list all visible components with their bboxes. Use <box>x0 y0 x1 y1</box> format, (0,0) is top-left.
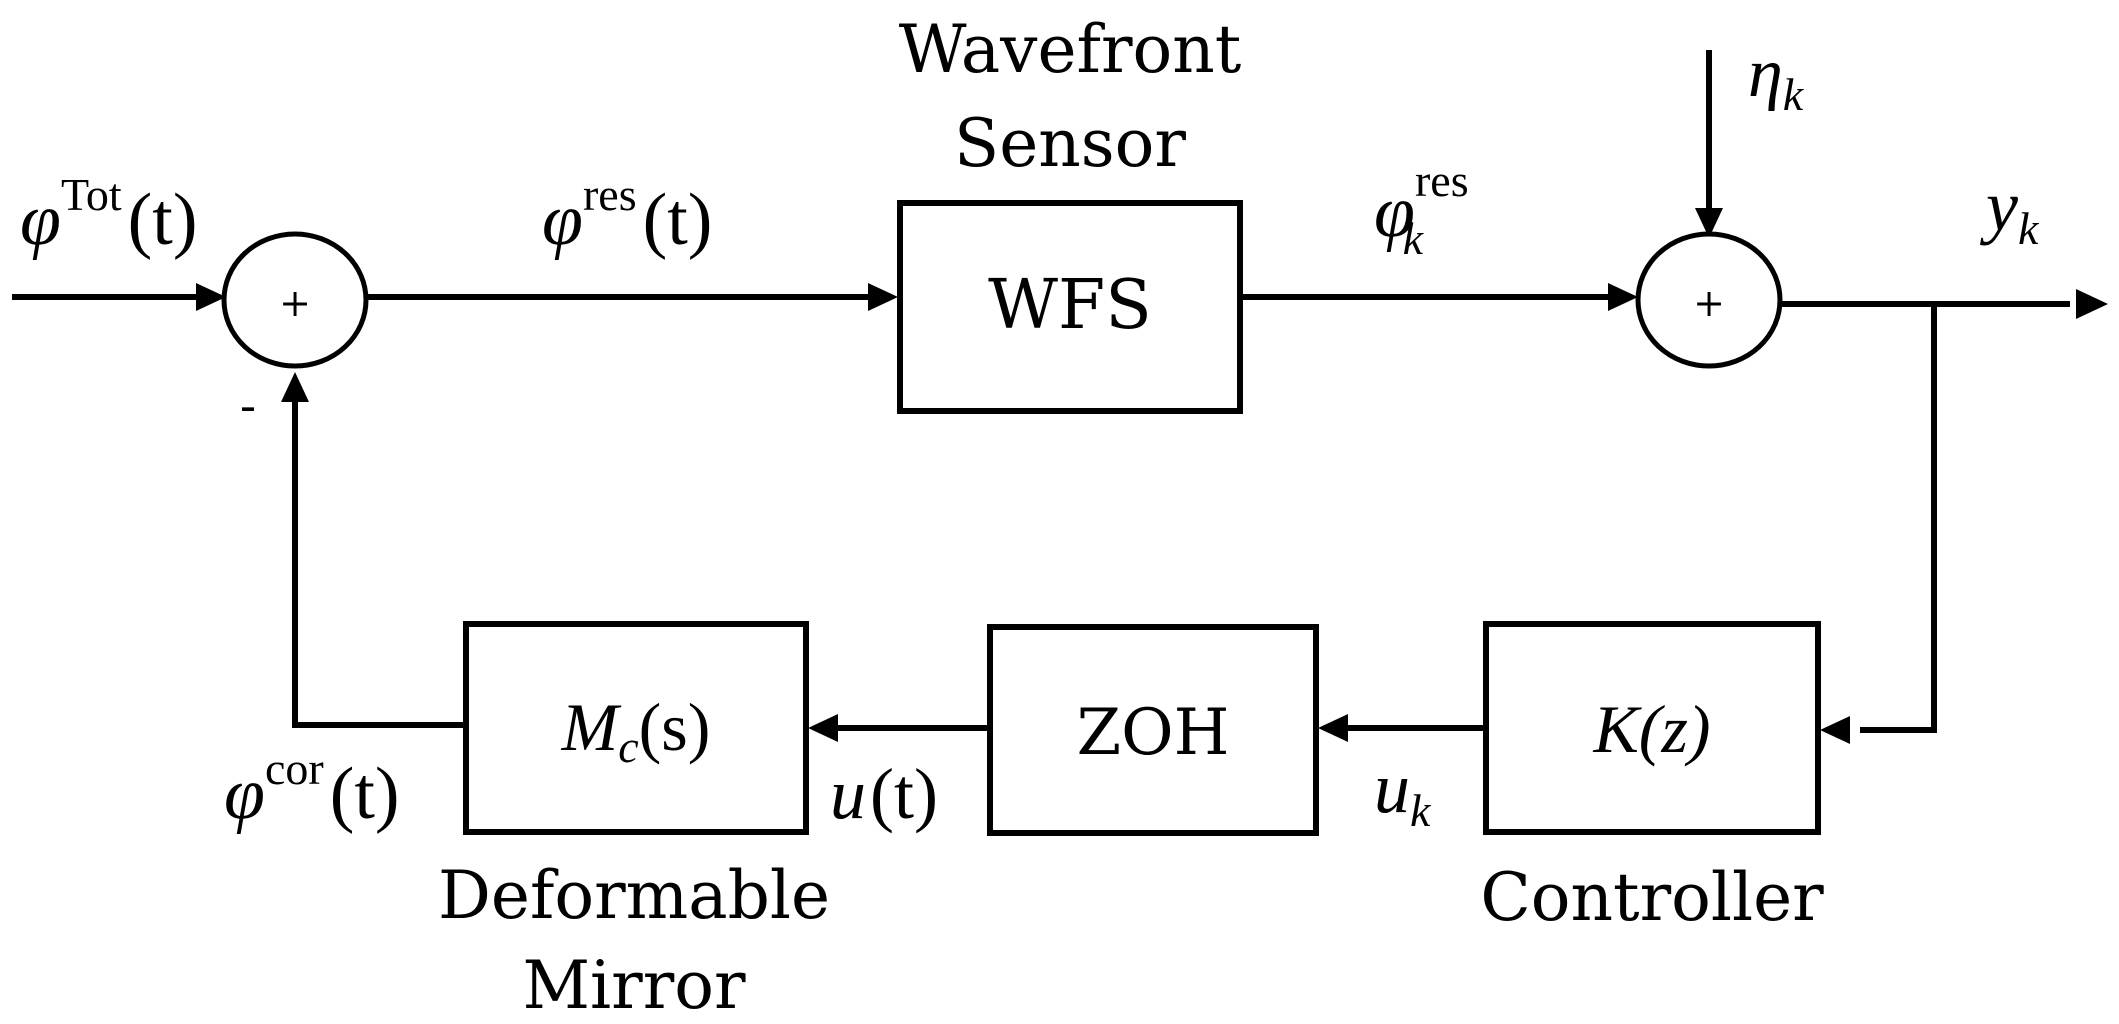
zoh-label: ZOH <box>1077 696 1230 770</box>
summing-junction-1-circle <box>221 231 369 369</box>
signal-phi-res-base: φ <box>542 179 583 261</box>
signal-phi-res-k-sub: k <box>1403 213 1425 264</box>
signal-phi-cor-base: φ <box>224 753 265 835</box>
signal-phi-cor-arg: (t) <box>330 753 400 835</box>
dm-block: Mc(s) <box>463 621 809 835</box>
wfs-caption-line2: Sensor <box>954 105 1186 182</box>
dm-label-sub: c <box>618 721 638 772</box>
signal-u-k-sub: k <box>1410 785 1432 836</box>
dm-label-arg: (s) <box>639 689 711 765</box>
arrowhead-into-zoh <box>1318 714 1348 742</box>
wfs-box <box>897 200 1243 414</box>
controller-block: K(z) <box>1483 621 1821 835</box>
controller-label: K(z) <box>1592 691 1710 767</box>
signal-u-k: uk <box>1374 748 1432 836</box>
wfs-label: WFS <box>988 266 1152 345</box>
zoh-box <box>987 624 1319 836</box>
signal-phi-cor: φcor(t) <box>224 743 400 835</box>
signal-phi-tot: φTot(t) <box>20 169 197 261</box>
wire-feedback-to-controller <box>1860 304 1937 733</box>
arrowhead-eta-into-sum2 <box>1695 208 1723 238</box>
signal-eta-k: ηk <box>1748 35 1805 120</box>
signal-u-t-base: u <box>830 754 866 834</box>
signal-phi-res-arg: (t) <box>643 179 713 261</box>
signal-phi-cor-sup: cor <box>265 743 324 794</box>
dm-label: Mc(s) <box>561 689 711 772</box>
controller-box <box>1483 621 1821 835</box>
dm-caption-line2: Mirror <box>522 947 746 1024</box>
signal-phi-tot-sup: Tot <box>61 169 122 220</box>
signal-u-t-arg: (t) <box>870 754 938 834</box>
signal-phi-res-k: φres k <box>1374 155 1469 264</box>
arrowhead-into-sum2 <box>1608 283 1638 311</box>
arrowheads <box>196 208 2108 744</box>
signal-phi-tot-arg: (t) <box>128 179 198 261</box>
zoh-block: ZOH <box>987 624 1319 836</box>
arrowhead-into-sum1 <box>196 283 226 311</box>
summing-junction-2: + <box>1635 231 1783 369</box>
dm-box <box>463 621 809 835</box>
dm-caption-line1: Deformable <box>438 857 830 934</box>
signal-phi-res-k-base: φ <box>1374 171 1415 253</box>
wire-dm-to-sum1 <box>292 400 464 728</box>
signal-u-t: u(t) <box>830 754 938 834</box>
arrowhead-into-wfs <box>868 283 898 311</box>
signal-phi-res-k-sup: res <box>1415 155 1469 206</box>
summing-junction-1: + - <box>221 231 369 434</box>
arrowhead-into-controller <box>1820 716 1850 744</box>
dm-label-main: M <box>561 689 622 765</box>
signal-phi-res-sup: res <box>583 169 637 220</box>
arrowhead-into-sum1-bottom <box>281 372 309 402</box>
wfs-block: WFS <box>897 200 1243 414</box>
summing-junction-2-sign: + <box>1693 281 1725 325</box>
wires <box>12 50 2070 733</box>
wfs-caption-line1: Wavefront <box>899 11 1242 88</box>
signal-eta-k-base: η <box>1748 35 1783 112</box>
controller-caption: Controller <box>1480 859 1824 936</box>
summing-junction-1-sign: + <box>279 281 311 325</box>
signal-phi-tot-base: φ <box>20 179 61 261</box>
arrowhead-output <box>2076 289 2108 319</box>
signal-phi-res: φres(t) <box>542 169 712 261</box>
signal-y-k: yk <box>1979 166 2040 254</box>
signal-y-k-sub: k <box>2018 203 2040 254</box>
summing-junction-1-minus-sign: - <box>240 378 256 434</box>
summing-junction-2-circle <box>1635 231 1783 369</box>
signal-u-k-base: u <box>1374 748 1410 828</box>
signal-y-k-base: y <box>1979 166 2018 246</box>
arrowhead-into-dm <box>808 714 838 742</box>
signal-eta-k-sub: k <box>1783 69 1805 120</box>
